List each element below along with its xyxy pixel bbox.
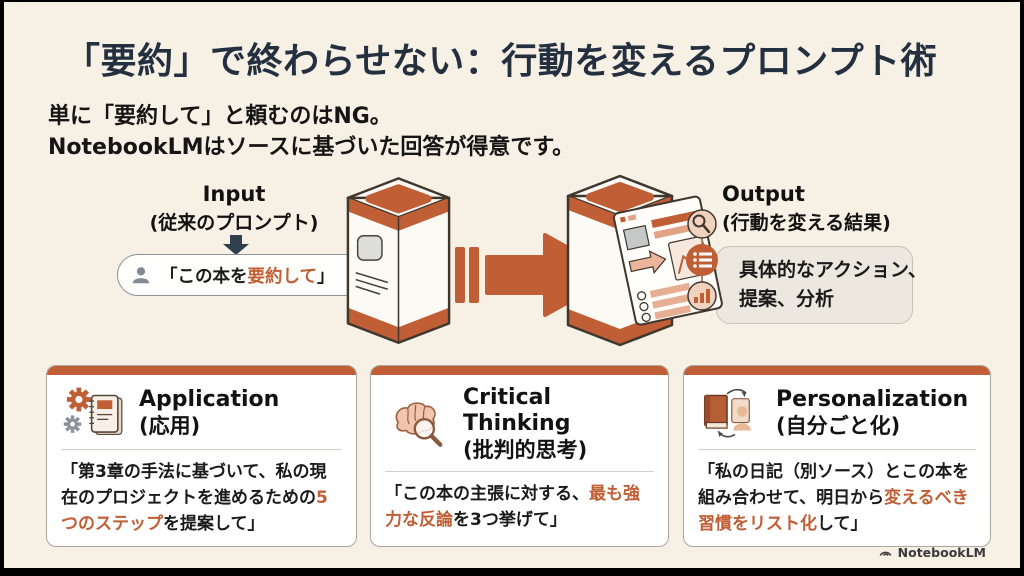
- divider: [61, 449, 342, 450]
- input-prompt-text: 「この本を要約して」: [160, 266, 335, 287]
- subtitle: 単に「要約して」と頼むのはNG。 NotebookLMはソースに基づいた回答が得…: [48, 101, 574, 163]
- card-title-jp: (自分ごと化): [776, 413, 901, 438]
- divider: [385, 470, 654, 472]
- output-result-line-2: 提案、分析: [739, 288, 835, 310]
- brand-footer: NotebookLM: [878, 545, 986, 560]
- card-highlight: 5つのステップ: [61, 488, 328, 534]
- slide: 「要約」で終わらせない：行動を変えるプロンプト術 単に「要約して」と頼むのはNG…: [4, 2, 1020, 568]
- magnifier-badge-icon: [687, 209, 717, 239]
- subtitle-line-2: NotebookLMはソースに基づいた回答が得意です。: [48, 135, 575, 160]
- card-title-en: Personalization: [776, 387, 969, 413]
- book-person-icon: [703, 388, 751, 438]
- notebooklm-logo-icon: [879, 551, 892, 557]
- divider: [698, 449, 976, 450]
- gears-notebook-icon: [63, 387, 123, 436]
- output-label-en: Output: [722, 182, 805, 206]
- down-arrow-icon: [223, 235, 249, 255]
- notebooklm-box-icon: [346, 177, 451, 345]
- output-badges: [686, 209, 718, 311]
- input-label-en: Input: [202, 182, 266, 206]
- card-title-jp: (批判的思考): [463, 437, 588, 462]
- card-prompt-text: 「第3章の手法に基づいて、私の現在のプロジェクトを進めるための5つのステップを提…: [61, 462, 328, 534]
- input-label: Input (従来のプロンプト): [139, 182, 329, 235]
- output-result-bubble: 具体的なアクション、 提案、分析: [716, 246, 927, 324]
- output-label: Output (行動を変える結果): [722, 182, 942, 235]
- output-label-jp: (行動を変える結果): [722, 212, 891, 234]
- card-accent-bar: [684, 366, 990, 375]
- card-highlight: 最も強力な反論: [385, 483, 640, 530]
- card-highlight: 変えるべき習慣をリスト化: [698, 488, 969, 534]
- bar-chart-badge-icon: [687, 281, 717, 311]
- card-accent-bar: [371, 366, 668, 375]
- card-title: Critical Thinking (批判的思考): [463, 385, 652, 463]
- card-title: Application (応用): [139, 387, 279, 439]
- brain-magnifier-icon: [395, 402, 443, 447]
- input-label-jp: (従来のプロンプト): [149, 212, 319, 234]
- subtitle-line-1: 単に「要約して」と頼むのはNG。: [48, 104, 392, 129]
- card-title-en: Application: [139, 387, 280, 413]
- card-critical-thinking: Critical Thinking (批判的思考) 「この本の主張に対する、最も…: [370, 365, 669, 547]
- card-application: Application (応用) 「第3章の手法に基づいて、私の現在のプロジェク…: [46, 365, 357, 547]
- card-title: Personalization (自分ごと化): [776, 387, 968, 439]
- output-result-line-1: 具体的なアクション、: [739, 259, 927, 281]
- brand-name: NotebookLM: [897, 545, 986, 560]
- card-prompt-text: 「私の日記（別ソース）とこの本を組み合わせて、明日から変えるべき習慣をリスト化し…: [698, 462, 970, 534]
- input-prompt-bubble: 「この本を要約して」: [117, 254, 369, 296]
- card-personalization: Personalization (自分ごと化) 「私の日記（別ソース）とこの本を…: [683, 365, 991, 547]
- page-title: 「要約」で終わらせない：行動を変えるプロンプト術: [64, 41, 938, 82]
- list-badge-icon: [686, 244, 718, 276]
- card-accent-bar: [47, 366, 356, 375]
- user-icon: [132, 267, 150, 284]
- card-prompt-text: 「この本の主張に対する、最も強力な反論を3つ挙げて」: [385, 483, 640, 530]
- card-title-en: Critical Thinking: [463, 385, 571, 437]
- input-highlight: 要約して: [247, 266, 317, 287]
- card-title-jp: (応用): [139, 413, 201, 438]
